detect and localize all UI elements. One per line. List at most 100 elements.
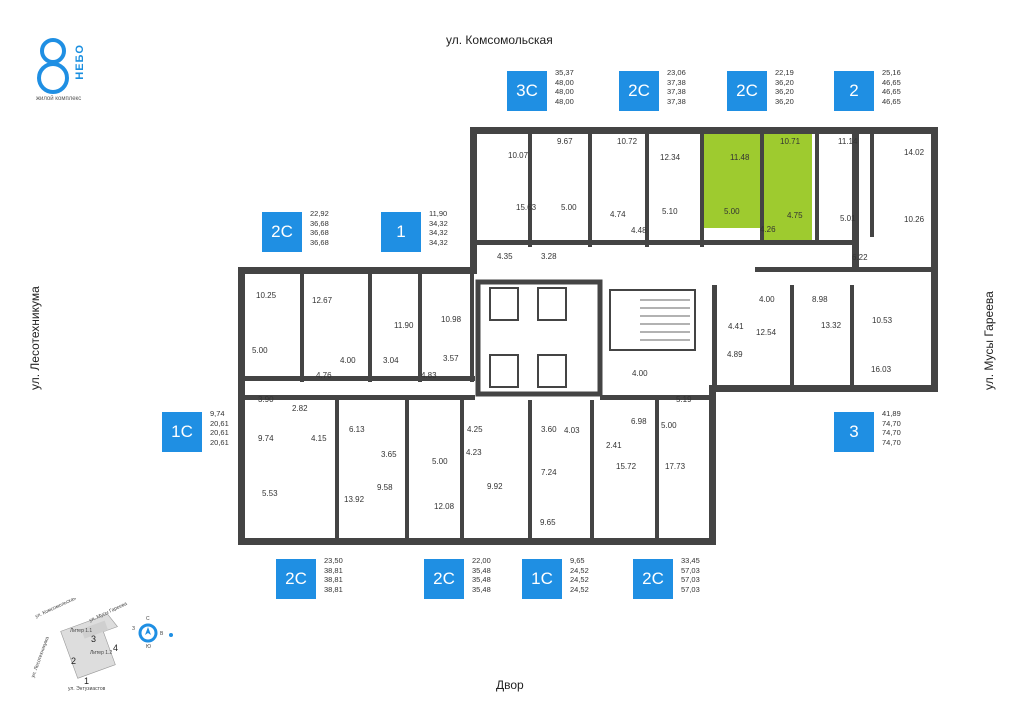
room-area-label: 12.08 — [434, 502, 455, 511]
svg-text:3: 3 — [91, 634, 96, 644]
room-area-label: 5.53 — [262, 489, 278, 498]
room-area-label: 13.92 — [344, 495, 365, 504]
room-area-label: 3.90 — [258, 395, 274, 404]
room-area-label: 10.72 — [617, 137, 638, 146]
room-area-label: 4.48 — [631, 226, 647, 235]
badge-type: 2С — [727, 71, 767, 111]
room-area-label: 4.26 — [760, 225, 776, 234]
logo-subtitle: жилой комплекс — [36, 96, 82, 102]
room-area-label: 3.65 — [381, 450, 397, 459]
room-area-label: 4.23 — [466, 448, 482, 457]
room-area-label: 5.10 — [662, 207, 678, 216]
svg-text:Литер 1.1: Литер 1.1 — [70, 628, 92, 634]
logo: НЕБО жилой комплекс — [36, 36, 116, 106]
room-labels: 10.07 9.67 10.72 12.34 11.48 10.71 11.14… — [252, 137, 925, 527]
room-area-label: 4.83 — [421, 371, 437, 380]
room-area-label: 4.35 — [497, 252, 513, 261]
room-area-label: 4.00 — [759, 295, 775, 304]
room-area-label: 3.28 — [541, 252, 557, 261]
room-area-label: 15.72 — [616, 462, 637, 471]
street-top: ул. Комсомольская — [446, 33, 553, 47]
room-area-label: 2.82 — [292, 404, 308, 413]
room-area-label: 4.76 — [316, 371, 332, 380]
badge-type: 1С — [522, 559, 562, 599]
room-area-label: 5.00 — [252, 346, 268, 355]
street-bottom: Двор — [496, 678, 524, 692]
room-area-label: 4.41 — [728, 322, 744, 331]
room-area-label: 13.32 — [821, 321, 842, 330]
room-area-label: 4.00 — [632, 369, 648, 378]
room-area-label: 5.01 — [840, 214, 856, 223]
room-area-label: 9.58 — [377, 483, 393, 492]
room-area-label: 9.65 — [540, 518, 556, 527]
room-area-label: 12.34 — [660, 153, 681, 162]
room-area-label: 5.19 — [676, 395, 692, 404]
svg-text:ул. Энтузиастов: ул. Энтузиастов — [68, 686, 106, 692]
svg-text:Ю: Ю — [146, 644, 151, 650]
badge-type: 1С — [162, 412, 202, 452]
room-area-label: 3.60 — [541, 425, 557, 434]
room-area-label: 4.00 — [340, 356, 356, 365]
room-area-label: 5.00 — [724, 207, 740, 216]
svg-text:4: 4 — [113, 643, 118, 653]
room-area-label: 12.67 — [312, 296, 333, 305]
room-area-label: 2.41 — [606, 441, 622, 450]
stairs — [640, 299, 690, 341]
svg-text:С: С — [146, 616, 150, 622]
room-area-label: 5.00 — [561, 203, 577, 212]
room-area-label: 10.25 — [256, 291, 277, 300]
room-area-label: 9.92 — [487, 482, 503, 491]
badge-type: 2С — [262, 212, 302, 252]
badge-type: 3С — [507, 71, 547, 111]
room-area-label: 11.14 — [838, 137, 858, 146]
room-area-label: 10.71 — [780, 137, 801, 146]
room-area-label: 4.25 — [467, 425, 483, 434]
compass-icon: С В Ю З — [132, 616, 173, 650]
highlighted-apartment-part[interactable] — [762, 195, 812, 243]
room-area-label: 5.00 — [432, 457, 448, 466]
room-area-label: 15.63 — [516, 203, 537, 212]
svg-text:З: З — [132, 626, 135, 632]
badge-type: 2 — [834, 71, 874, 111]
room-area-label: 17.73 — [665, 462, 686, 471]
badge-type: 2С — [276, 559, 316, 599]
room-area-label: 8.98 — [812, 295, 828, 304]
room-area-label: 6.98 — [631, 417, 647, 426]
room-area-label: 5.00 — [661, 421, 677, 430]
badge-type: 2С — [633, 559, 673, 599]
badge-type: 2С — [619, 71, 659, 111]
room-area-label: 14.02 — [904, 148, 925, 157]
room-area-label: 11.48 — [730, 153, 750, 162]
room-area-label: 4.75 — [787, 211, 803, 220]
badge-type: 3 — [834, 412, 874, 452]
room-area-label: 3.04 — [383, 356, 399, 365]
room-area-label: 3.57 — [443, 354, 459, 363]
room-area-label: 16.03 — [871, 365, 892, 374]
room-area-label: 4.03 — [564, 426, 580, 435]
room-area-label: 10.53 — [872, 316, 893, 325]
room-area-label: 7.24 — [541, 468, 557, 477]
room-area-label: 4.74 — [610, 210, 626, 219]
room-area-label: 10.07 — [508, 151, 529, 160]
room-area-label: 9.74 — [258, 434, 274, 443]
room-area-label: 10.98 — [441, 315, 462, 324]
logo-eight-icon — [37, 38, 69, 94]
room-area-label: 9.67 — [557, 137, 573, 146]
room-area-label: 6.13 — [349, 425, 365, 434]
walls — [238, 127, 938, 545]
room-area-label: 12.54 — [756, 328, 777, 337]
room-area-label: 10.26 — [904, 215, 925, 224]
svg-text:Литер 1.2: Литер 1.2 — [90, 650, 112, 656]
svg-text:ул. Лесотехникума: ул. Лесотехникума — [30, 636, 51, 679]
room-area-label: 11.90 — [394, 321, 414, 330]
site-minimap: ул. Комсомольская ул. Мусы Гареева ул. Л… — [30, 598, 173, 692]
room-area-label: 6.22 — [852, 253, 868, 262]
svg-text:В: В — [160, 631, 164, 637]
room-area-label: 4.15 — [311, 434, 327, 443]
svg-text:1: 1 — [84, 676, 89, 686]
badge-type: 1 — [381, 212, 421, 252]
room-area-label: 4.89 — [727, 350, 743, 359]
svg-text:ул. Комсомольская: ул. Комсомольская — [34, 598, 77, 620]
badge-type: 2С — [424, 559, 464, 599]
